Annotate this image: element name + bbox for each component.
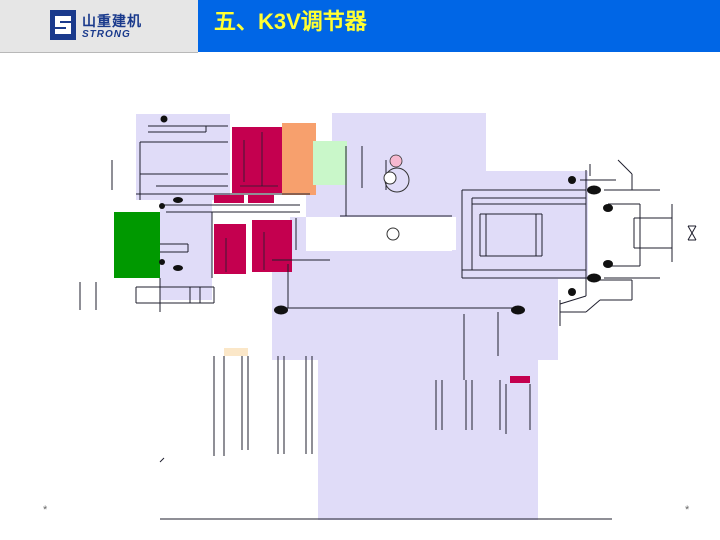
zone-main-column xyxy=(318,296,538,520)
light-green-block xyxy=(313,141,347,185)
right-marker: * xyxy=(685,504,690,516)
crimson-block-left xyxy=(214,224,246,274)
seal-ellipse xyxy=(603,204,613,212)
green-block xyxy=(114,212,160,278)
seal-ellipse xyxy=(173,265,183,271)
port-markers xyxy=(159,115,613,315)
left-marker: * xyxy=(43,504,48,516)
cream-rect xyxy=(224,348,248,356)
small-circle xyxy=(386,227,400,241)
seal-ellipse xyxy=(603,260,613,268)
header: 山重建机 STRONG 五、K3V调节器 xyxy=(0,0,720,53)
crimson-block-upper xyxy=(232,127,282,193)
company-name-en: STRONG xyxy=(82,29,131,40)
seal-ellipse xyxy=(587,185,601,195)
crimson-strip-left xyxy=(214,195,244,203)
slide-title: 五、K3V调节器 xyxy=(214,9,367,34)
seal-ellipse xyxy=(173,197,183,203)
seal-ellipse xyxy=(587,273,601,283)
zone-upper-center xyxy=(332,113,486,171)
seal-ellipse xyxy=(511,305,525,315)
crimson-small xyxy=(510,376,530,383)
white-cutout xyxy=(306,217,452,251)
crimson-block-right xyxy=(252,220,292,272)
spool-circle-inner xyxy=(383,171,397,185)
line-work xyxy=(79,125,697,520)
strong-logo-icon xyxy=(50,10,76,40)
zone-left-pillar xyxy=(160,200,212,300)
port-dot xyxy=(159,259,165,265)
lavender-zones xyxy=(136,113,588,520)
seal-ellipse xyxy=(274,305,288,315)
title-bar: 五、K3V调节器 xyxy=(198,0,720,52)
orange-block xyxy=(282,123,316,195)
crimson-strip-right xyxy=(248,195,274,203)
logo-area: 山重建机 STRONG xyxy=(0,0,198,53)
pink-indicator xyxy=(389,154,403,168)
port-dot xyxy=(568,288,576,296)
k3v-regulator-diagram xyxy=(79,113,697,520)
company-name-cn: 山重建机 xyxy=(82,13,142,29)
port-dot xyxy=(160,115,168,123)
zone-upper-left xyxy=(136,114,230,200)
port-dot xyxy=(568,176,576,184)
port-dot xyxy=(159,203,165,209)
